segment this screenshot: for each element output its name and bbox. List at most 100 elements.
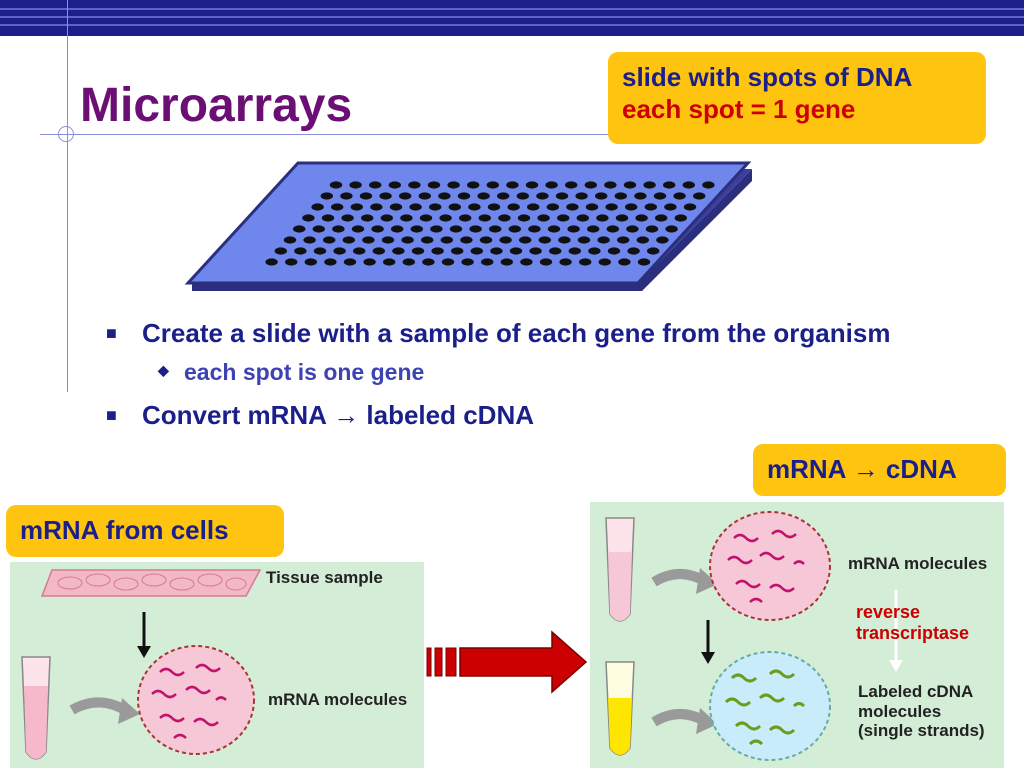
dna-spot	[265, 258, 278, 266]
dna-spot	[516, 192, 529, 200]
callout-mrna-from-cells: mRNA from cells	[6, 505, 284, 557]
dna-spot	[595, 192, 608, 200]
dna-spot	[567, 225, 580, 233]
dna-spot	[340, 192, 353, 200]
bullet-list: ■ Create a slide with a sample of each g…	[106, 316, 906, 441]
dna-spot	[372, 247, 385, 255]
dna-spot	[693, 192, 706, 200]
sub-bullet-text: each spot is one gene	[184, 359, 425, 386]
dna-spot	[331, 203, 344, 211]
dna-spot	[389, 203, 403, 211]
dna-spot	[467, 181, 480, 189]
dna-spot	[546, 203, 559, 211]
guide-line-vertical	[67, 0, 68, 392]
dna-spot	[477, 192, 490, 200]
dna-spot	[388, 181, 401, 189]
dna-spot	[604, 181, 617, 189]
dna-spot	[498, 214, 511, 222]
dna-spot	[481, 258, 494, 266]
dna-spot	[408, 181, 421, 189]
dna-spot	[332, 225, 345, 233]
dna-spot	[447, 181, 460, 189]
dna-spot	[302, 214, 315, 222]
dna-spot	[525, 181, 539, 189]
dna-spot	[479, 236, 493, 244]
dna-spot	[369, 181, 382, 189]
dna-spot	[274, 247, 287, 255]
dna-spot	[673, 192, 686, 200]
dna-spot	[618, 258, 631, 266]
dna-spot	[635, 214, 648, 222]
dna-spot	[656, 236, 669, 244]
dna-spot	[545, 181, 558, 189]
dna-spot	[410, 225, 423, 233]
guide-line-horizontal	[40, 134, 640, 135]
dna-spot	[329, 181, 343, 189]
dna-spot	[321, 214, 335, 222]
dna-spot	[663, 181, 676, 189]
bullet-item: ■ Create a slide with a sample of each g…	[106, 316, 906, 351]
dna-spot	[547, 225, 561, 233]
dna-spot	[557, 214, 570, 222]
dna-spot	[702, 181, 715, 189]
dna-spot	[451, 247, 464, 255]
dna-spot	[605, 203, 618, 211]
dna-spot	[478, 214, 491, 222]
dna-spot	[627, 247, 640, 255]
bullet-item: ■ Convert mRNA → labeled cDNA	[106, 398, 906, 433]
dna-spot	[380, 214, 393, 222]
dna-spot	[311, 203, 324, 211]
dna-spot	[361, 214, 374, 222]
callout-line-1: slide with spots of DNA	[622, 62, 913, 92]
top-banner	[0, 0, 1024, 36]
callout-line-2: each spot = 1 gene	[622, 93, 856, 124]
dna-spot	[626, 225, 639, 233]
dna-spot	[342, 236, 355, 244]
dna-spot	[528, 225, 541, 233]
callout-text: mRNA → cDNA	[767, 454, 957, 484]
dna-spot	[555, 192, 569, 200]
dna-spot	[323, 236, 336, 244]
reverse-transcriptase-label: reverse transcriptase	[856, 602, 969, 643]
dna-spot	[489, 225, 502, 233]
dna-spot	[460, 236, 473, 244]
dna-spot	[418, 192, 431, 200]
dna-spot	[486, 181, 499, 189]
dna-spot	[439, 214, 452, 222]
dna-spot	[497, 192, 510, 200]
dna-spot	[537, 214, 550, 222]
dna-spot	[500, 258, 513, 266]
dna-spot	[363, 258, 376, 266]
dna-spot	[577, 236, 591, 244]
dna-spot	[370, 203, 383, 211]
dna-spot	[508, 225, 521, 233]
dna-spot	[644, 203, 657, 211]
dna-spot	[597, 236, 610, 244]
dna-spot	[470, 247, 483, 255]
dna-spot	[520, 258, 533, 266]
dna-spot	[468, 203, 481, 211]
dna-spot	[350, 203, 363, 211]
dna-spot	[645, 225, 659, 233]
callout-mrna-cdna: mRNA → cDNA	[753, 444, 1006, 496]
dna-spot	[359, 192, 373, 200]
dna-spot	[565, 181, 578, 189]
slide-title: Microarrays	[80, 79, 353, 132]
dna-spot	[596, 214, 609, 222]
dna-spot	[509, 247, 523, 255]
bullet-text: Create a slide with a sample of each gen…	[142, 318, 891, 348]
dna-spot	[588, 247, 601, 255]
dna-spot	[459, 214, 472, 222]
dna-spot	[634, 192, 647, 200]
dna-spot	[606, 225, 619, 233]
dna-spot	[351, 225, 365, 233]
labeled-cdna-label: Labeled cDNA molecules (single strands)	[858, 682, 985, 741]
callout-slide-spots: slide with spots of DNA each spot = 1 ge…	[608, 52, 986, 144]
cdna-label-line-1: Labeled cDNA	[858, 682, 974, 701]
dna-spot	[343, 258, 357, 266]
dna-spot	[312, 225, 325, 233]
dna-spot	[584, 181, 597, 189]
dna-spot	[381, 236, 395, 244]
dna-spot	[422, 258, 435, 266]
dna-spot	[313, 247, 327, 255]
